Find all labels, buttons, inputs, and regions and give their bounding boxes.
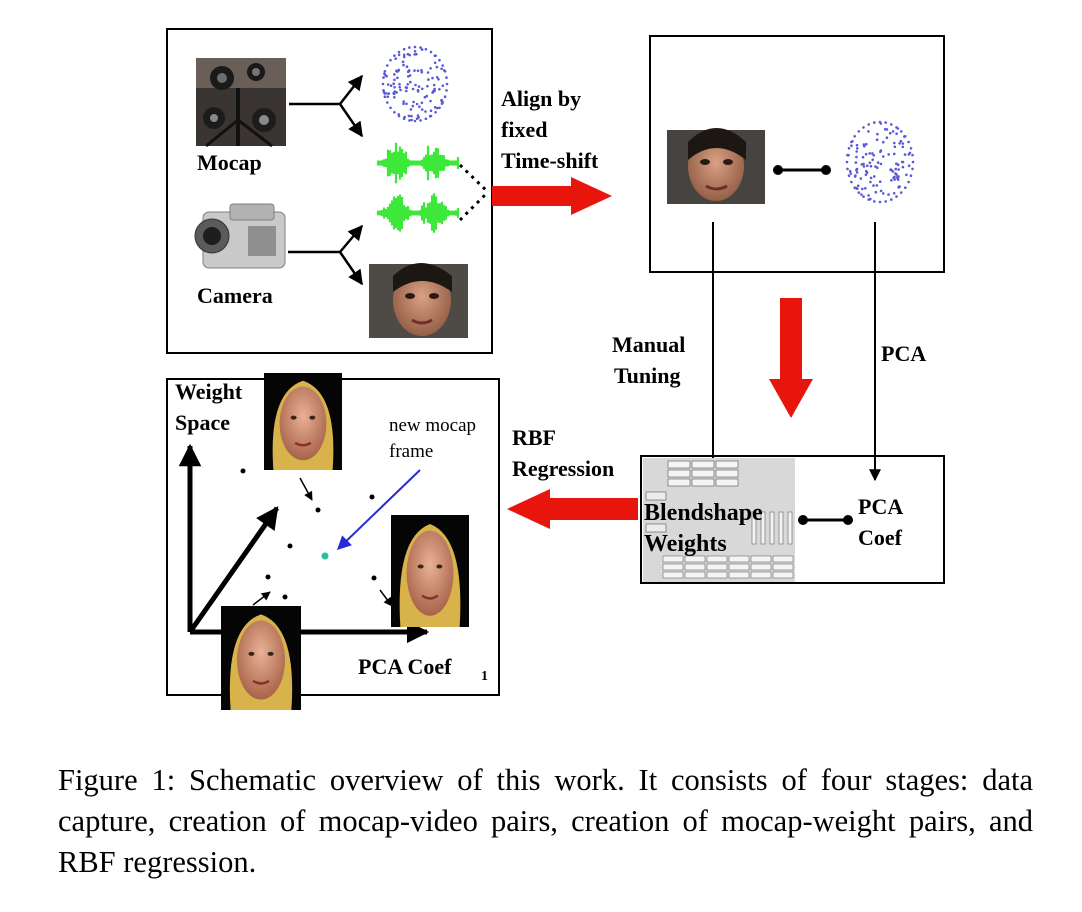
- mocap-branch-arrows: [289, 74, 364, 138]
- new-mocap-frame-point: [321, 552, 329, 560]
- video-camera-icon: [194, 203, 286, 269]
- avatar-face-bottom: [221, 606, 301, 710]
- mocap-marker-cloud: [381, 45, 449, 123]
- weight-space-samples: [240, 468, 377, 600]
- arrow-stage2-to-stage3: [769, 298, 813, 418]
- pca-coef-label-line1: PCA: [858, 494, 903, 519]
- avatar-face-top: [264, 373, 342, 470]
- camera-label: Camera: [197, 283, 273, 308]
- blendshape-weights-panel: [643, 458, 795, 582]
- blendshape-label-line2: Weights: [644, 531, 727, 557]
- rbf-label-line1: RBF: [512, 425, 556, 450]
- paired-face-photo: [667, 128, 765, 204]
- pair-connector: [773, 165, 831, 175]
- paired-marker-cloud: [845, 120, 915, 204]
- arrow-stage3-to-stage4: [507, 489, 638, 529]
- pca-label: PCA: [881, 341, 926, 366]
- align-label-line1: Align by: [501, 86, 581, 111]
- new-mocap-label-line2: frame: [389, 441, 433, 462]
- sample-pointer-arrows: [252, 477, 393, 607]
- figure-caption: Figure 1: Schematic overview of this wor…: [58, 763, 1033, 879]
- arrow-stage1-to-stage2: [492, 177, 612, 215]
- manual-tuning-label-line1: Manual: [612, 332, 685, 357]
- axis-label: PCA Coef: [358, 654, 452, 679]
- axis-subscript: 1: [481, 669, 488, 684]
- stage3-box: [640, 455, 945, 584]
- video-face-photo: [369, 263, 468, 338]
- manual-tuning-label-line2: Tuning: [614, 363, 680, 388]
- avatar-face-right: [391, 515, 469, 627]
- mocap-audio-waveform: [376, 142, 460, 184]
- weight-space-label-line2: Space: [175, 410, 230, 435]
- mocap-label: Mocap: [197, 150, 262, 175]
- weight-space-label-line1: Weight: [175, 379, 243, 404]
- pca-coef-label-line2: Coef: [858, 525, 903, 550]
- new-mocap-label-line1: new mocap: [389, 415, 476, 436]
- blendshape-label-line1: Blendshape: [644, 500, 763, 526]
- stage2-box: [649, 35, 945, 273]
- new-mocap-frame-arrow: [336, 469, 421, 550]
- rbf-label-line2: Regression: [512, 456, 614, 481]
- camera-branch-arrows: [288, 224, 364, 286]
- align-label-line3: Time-shift: [501, 148, 599, 173]
- mocap-rig-photo: [196, 58, 286, 148]
- camera-audio-waveform: [376, 193, 460, 233]
- align-label-line2: fixed: [501, 117, 547, 142]
- weights-coef-connector: [798, 515, 853, 525]
- alignment-dotted-lines: [458, 163, 490, 222]
